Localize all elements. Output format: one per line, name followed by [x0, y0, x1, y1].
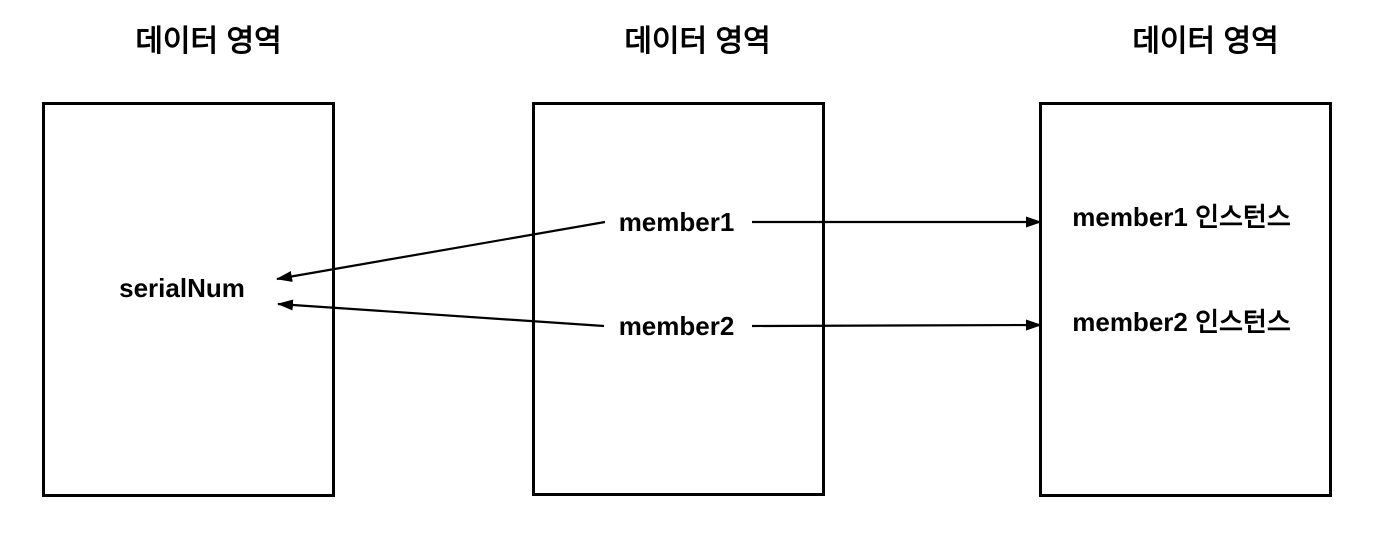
region-title-left: 데이터 영역 — [135, 25, 282, 58]
data-area-box-right — [1039, 102, 1332, 497]
label-member1: member1 — [618, 207, 735, 237]
label-member1-instance: member1 인스턴스 — [1072, 202, 1291, 232]
label-serialnum: serialNum — [119, 273, 245, 303]
data-area-box-middle — [532, 102, 825, 496]
label-member2-instance: member2 인스턴스 — [1072, 307, 1291, 337]
region-title-middle: 데이터 영역 — [624, 25, 771, 58]
region-title-right: 데이터 영역 — [1132, 25, 1279, 58]
data-area-box-left — [42, 102, 335, 497]
label-member2: member2 — [618, 311, 735, 341]
